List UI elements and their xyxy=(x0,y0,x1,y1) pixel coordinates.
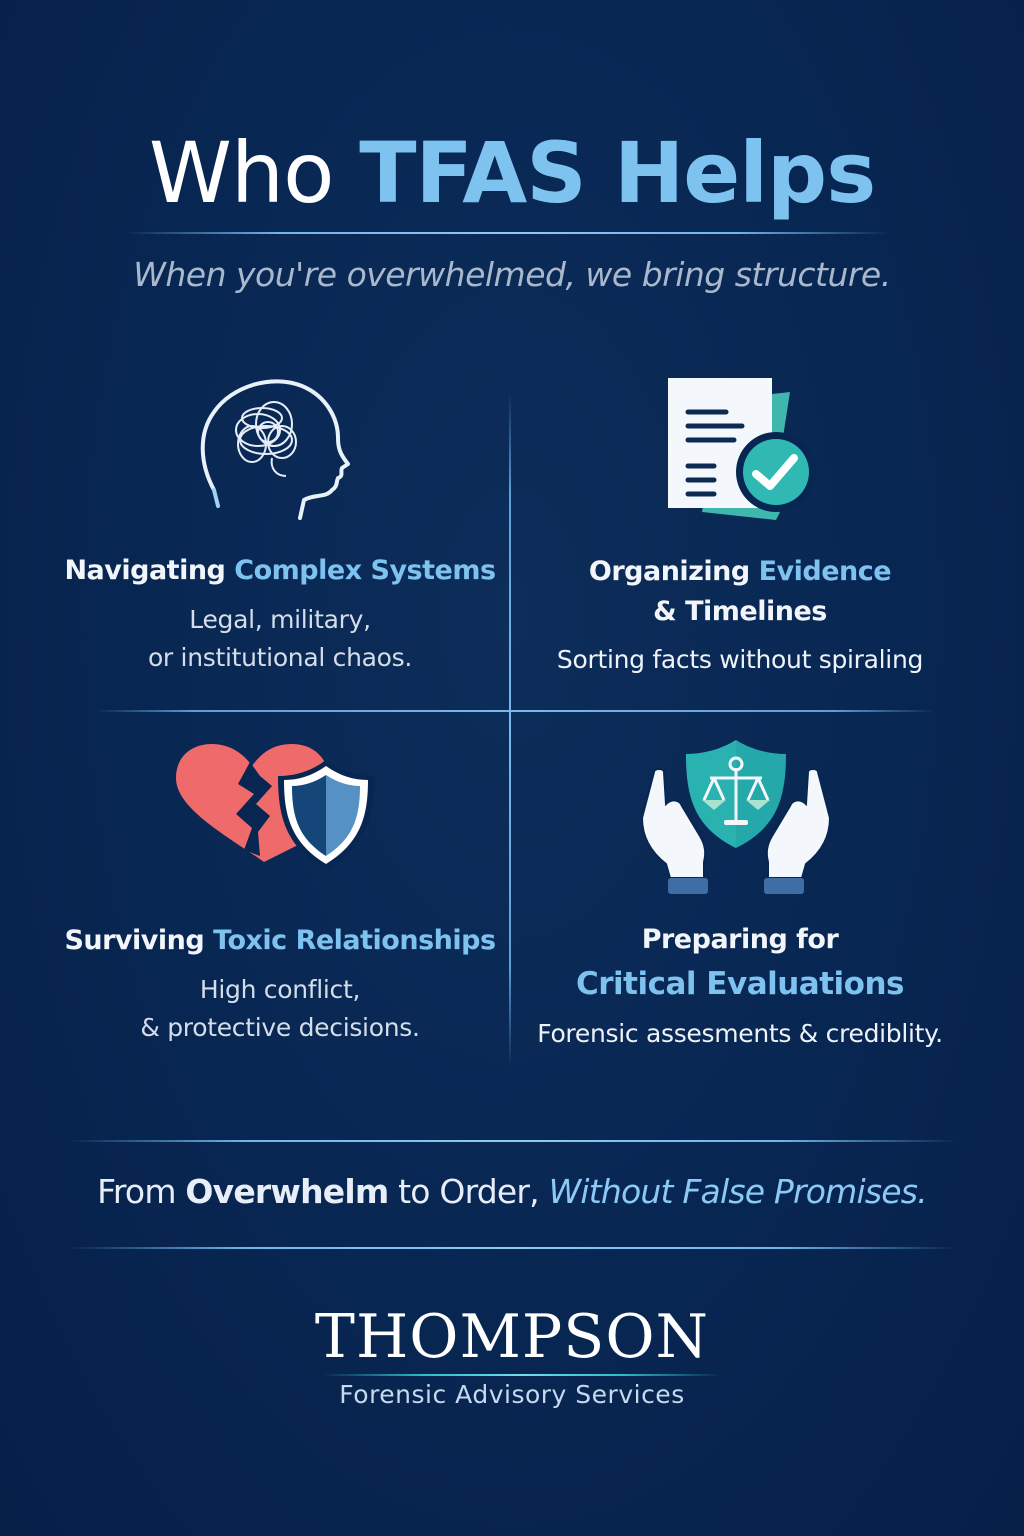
document-checkmark-icon xyxy=(664,374,820,524)
title-who: Who xyxy=(148,124,335,222)
page-title: Who TFAS Helps xyxy=(0,118,1024,228)
cell-title-white: Organizing xyxy=(588,556,750,587)
cell-desc-evaluations: Forensic assesments & crediblity. xyxy=(537,1019,943,1048)
cell-title-complex-systems: Navigating Complex Systems xyxy=(60,551,500,591)
cell-desc-complex-systems: Legal, military, or institutional chaos. xyxy=(60,601,500,677)
brand-logo-name: THOMPSON xyxy=(314,1302,710,1372)
desc-line: or institutional chaos. xyxy=(147,643,413,672)
title-tfas-helps: TFAS Helps xyxy=(359,124,876,222)
motto-italic: Without False Promises. xyxy=(548,1172,928,1211)
cell-desc-toxic-relationships: High conflict, & protective decisions. xyxy=(60,971,500,1047)
cell-title-white: Surviving xyxy=(64,925,205,956)
tangled-mind-head-icon xyxy=(196,372,356,532)
motto-top-divider xyxy=(68,1140,958,1142)
title-divider xyxy=(125,232,890,234)
desc-line: High conflict, xyxy=(199,975,361,1004)
brand-divider xyxy=(322,1374,722,1376)
cell-title-highlight: Complex Systems xyxy=(234,555,496,586)
cell-title-white: Navigating xyxy=(64,555,226,586)
hands-justice-shield-icon xyxy=(636,738,836,898)
grid-divider-horizontal xyxy=(95,710,935,712)
cell-title-line2: & Timelines xyxy=(653,596,827,627)
desc-line: & protective decisions. xyxy=(140,1013,420,1042)
cell-title-highlight: Critical Evaluations xyxy=(575,966,905,1002)
cell-title-line1: Preparing for xyxy=(641,924,839,955)
motto-part: to Order, xyxy=(398,1172,540,1211)
tagline: When you're overwhelmed, we bring struct… xyxy=(133,255,891,294)
motto-bold: Overwhelm xyxy=(185,1172,389,1211)
brand-subtitle: Forensic Advisory Services xyxy=(339,1380,685,1409)
cell-title-evidence: Organizing Evidence & Timelines xyxy=(520,552,960,632)
cell-desc-evidence: Sorting facts without spiraling xyxy=(556,645,924,674)
motto-bottom-divider xyxy=(68,1247,958,1249)
broken-heart-shield-icon xyxy=(174,742,380,872)
grid-divider-vertical xyxy=(509,392,511,1068)
cell-title-evaluations: Preparing for Critical Evaluations xyxy=(520,920,960,1004)
desc-line: Legal, military, xyxy=(189,605,371,634)
motto-part: From xyxy=(97,1172,176,1211)
cell-title-highlight: Evidence xyxy=(758,556,892,587)
motto: From Overwhelm to Order, Without False P… xyxy=(0,1172,1024,1211)
cell-title-highlight: Toxic Relationships xyxy=(213,925,496,956)
cell-title-toxic-relationships: Surviving Toxic Relationships xyxy=(60,921,500,961)
